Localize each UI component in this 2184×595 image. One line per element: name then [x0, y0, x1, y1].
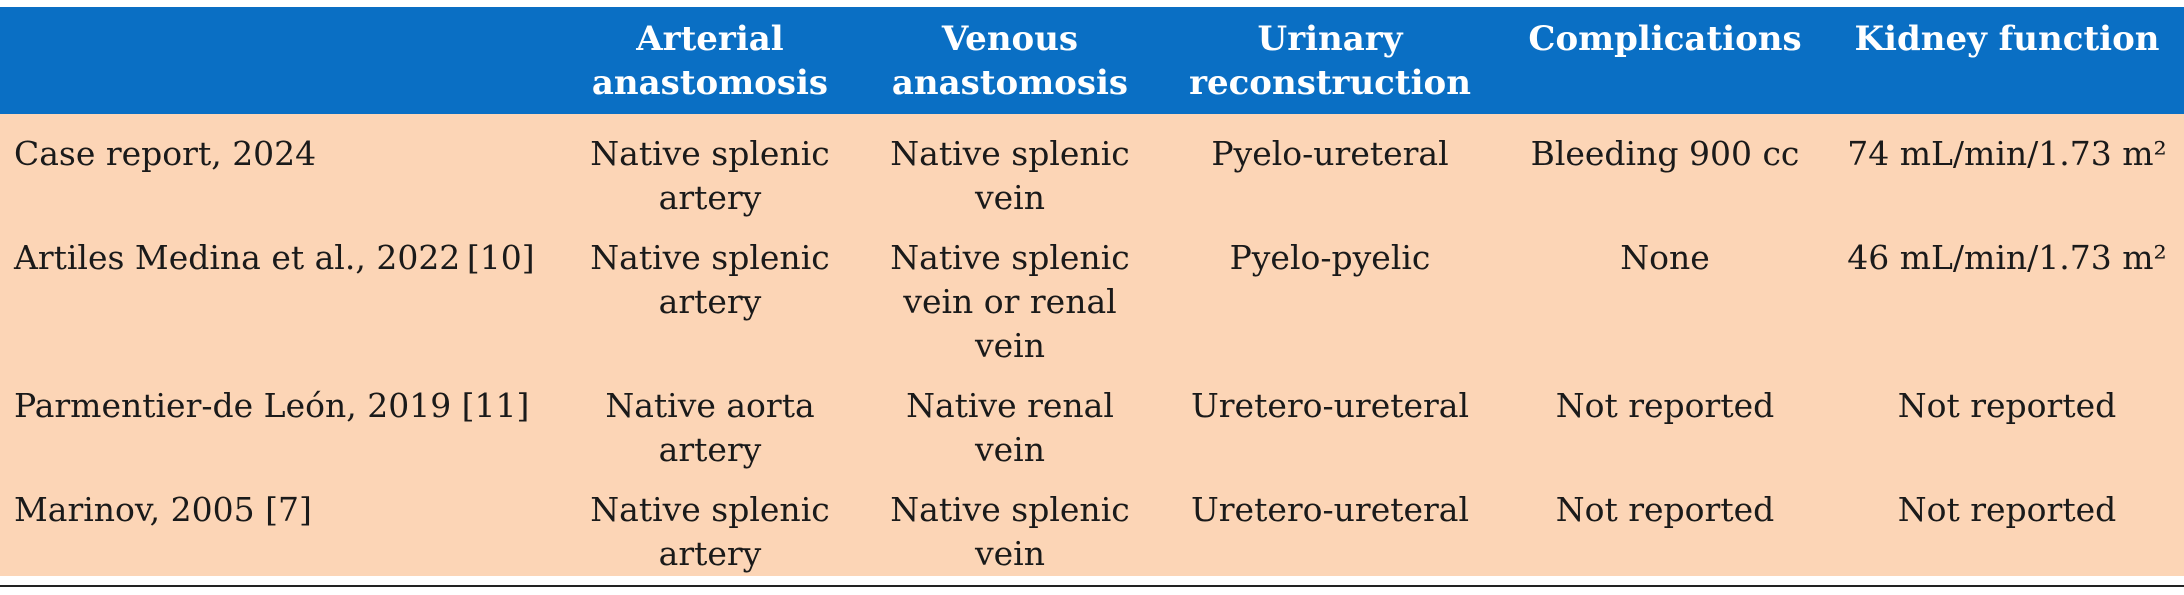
cell-arterial-anastomosis: Native splenic artery [590, 238, 830, 321]
header-row: Arterial anastomosis Venous anastomosis … [0, 7, 2184, 114]
comparison-table: Arterial anastomosis Venous anastomosis … [0, 7, 2184, 576]
cell-venous-anastomosis: Native renal vein [906, 386, 1114, 469]
header-cell-venous-anastomosis: Venous anastomosis [891, 19, 1129, 103]
cell-arterial-anastomosis: Native splenic artery [590, 134, 830, 217]
cell-venous-anastomosis: Native splenic vein or renal vein [890, 238, 1130, 365]
table-bottom-rule [0, 585, 2184, 587]
cell-urinary-reconstruction: Pyelo-pyelic [1229, 238, 1431, 277]
cell-urinary-reconstruction: Pyelo-ureteral [1211, 134, 1449, 173]
table-body: Case report, 2024 Native splenic artery … [0, 114, 2184, 576]
cell-complications: Not reported [1555, 386, 1775, 425]
cell-venous-anastomosis: Native splenic vein [890, 134, 1130, 217]
cell-urinary-reconstruction: Uretero-ureteral [1190, 386, 1470, 425]
table-row: Case report, 2024 Native splenic artery … [0, 114, 2184, 222]
cell-complications: Not reported [1555, 490, 1775, 529]
cell-urinary-reconstruction: Uretero-ureteral [1190, 490, 1470, 529]
cell-venous-anastomosis: Native splenic vein [890, 490, 1130, 573]
table-row: Parmentier-de León, 2019 [11] Native aor… [0, 370, 2184, 474]
header-cell-complications: Complications [1528, 19, 1802, 59]
cell-study: Case report, 2024 [14, 134, 317, 173]
header-cell-kidney-function: Kidney function [1854, 19, 2160, 59]
cell-kidney-function: Not reported [1897, 386, 2117, 425]
cell-complications: Bleeding 900 cc [1530, 134, 1800, 173]
header-cell-urinary-reconstruction: Urinary reconstruction [1189, 19, 1471, 103]
comparison-table-container: Arterial anastomosis Venous anastomosis … [0, 7, 2184, 576]
table-header: Arterial anastomosis Venous anastomosis … [0, 7, 2184, 114]
cell-study: Artiles Medina et al., 2022 [10] [14, 238, 535, 277]
cell-arterial-anastomosis: Native aorta artery [605, 386, 815, 469]
table-row: Artiles Medina et al., 2022 [10] Native … [0, 222, 2184, 370]
cell-kidney-function: 46 mL/min/1.73 m² [1847, 238, 2167, 277]
cell-study: Parmentier-de León, 2019 [11] [14, 386, 530, 425]
header-cell-arterial-anastomosis: Arterial anastomosis [591, 19, 829, 103]
cell-study: Marinov, 2005 [7] [14, 490, 312, 529]
cell-arterial-anastomosis: Native splenic artery [590, 490, 830, 573]
cell-kidney-function: Not reported [1897, 490, 2117, 529]
cell-kidney-function: 74 mL/min/1.73 m² [1847, 134, 2167, 173]
header-cell-study [0, 7, 560, 114]
table-row: Marinov, 2005 [7] Native splenic artery … [0, 474, 2184, 576]
cell-complications: None [1620, 238, 1710, 277]
